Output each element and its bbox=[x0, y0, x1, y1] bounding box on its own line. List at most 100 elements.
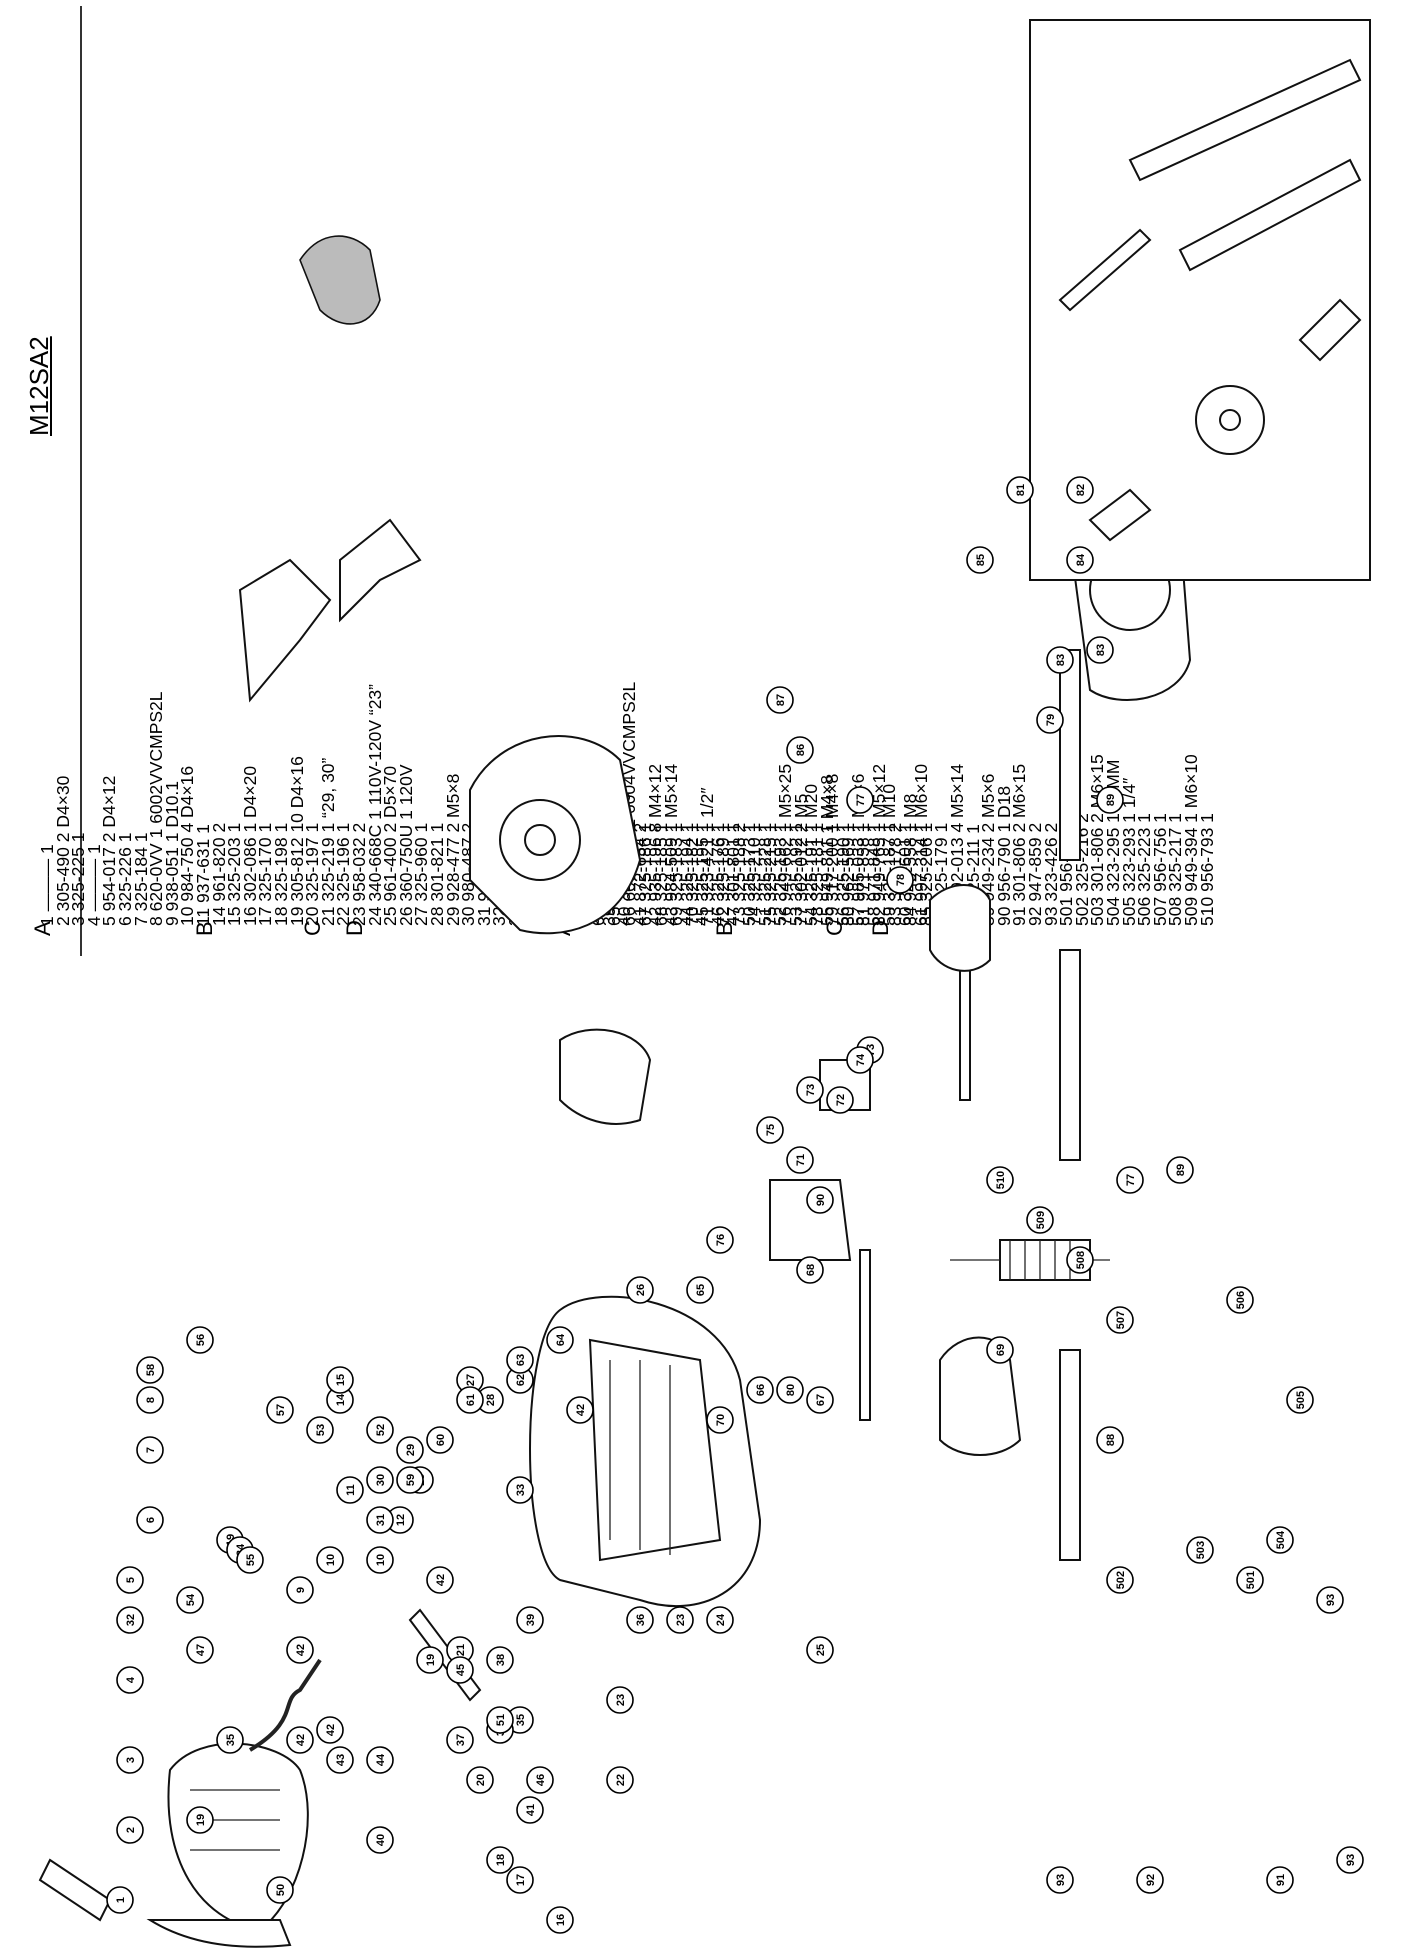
callout-77: 77 bbox=[846, 786, 874, 814]
svg-text:88: 88 bbox=[1105, 1434, 1117, 1446]
svg-text:77: 77 bbox=[1125, 1174, 1137, 1186]
svg-text:38: 38 bbox=[495, 1654, 507, 1666]
callout-52: 52 bbox=[366, 1416, 394, 1444]
svg-text:86: 86 bbox=[795, 744, 807, 756]
side-cover-drawing bbox=[38, 1858, 112, 1922]
svg-text:59: 59 bbox=[405, 1474, 417, 1486]
svg-text:9: 9 bbox=[295, 1587, 307, 1593]
svg-text:92: 92 bbox=[1145, 1874, 1157, 1886]
svg-text:89: 89 bbox=[1175, 1164, 1187, 1176]
callout-60: 60 bbox=[426, 1426, 454, 1454]
callout-10: 10 bbox=[316, 1546, 344, 1574]
svg-text:51: 51 bbox=[495, 1714, 507, 1726]
callout-30: 30 bbox=[366, 1466, 394, 1494]
callout-26: 26 bbox=[626, 1276, 654, 1304]
callout-79: 79 bbox=[1036, 706, 1064, 734]
svg-text:70: 70 bbox=[715, 1414, 727, 1426]
svg-text:93: 93 bbox=[1055, 1874, 1067, 1886]
svg-text:3: 3 bbox=[125, 1757, 137, 1763]
callout-78: 78 bbox=[886, 866, 914, 894]
callout-50: 50 bbox=[266, 1876, 294, 1904]
svg-text:507: 507 bbox=[1115, 1311, 1127, 1329]
callout-81: 81 bbox=[1006, 476, 1034, 504]
svg-text:52: 52 bbox=[375, 1424, 387, 1436]
callout-37: 37 bbox=[446, 1726, 474, 1754]
svg-text:64: 64 bbox=[555, 1333, 567, 1346]
column-posts-drawing bbox=[859, 1249, 871, 1421]
svg-text:67: 67 bbox=[815, 1394, 827, 1406]
svg-text:8: 8 bbox=[145, 1397, 157, 1403]
svg-text:27: 27 bbox=[465, 1374, 477, 1386]
callout-5: 5 bbox=[116, 1566, 144, 1594]
svg-text:42: 42 bbox=[435, 1574, 447, 1586]
callout-42: 42 bbox=[316, 1716, 344, 1744]
callout-18: 18 bbox=[486, 1846, 514, 1874]
callout-502: 502 bbox=[1106, 1566, 1134, 1594]
callout-25: 25 bbox=[806, 1636, 834, 1664]
svg-text:1: 1 bbox=[115, 1897, 127, 1903]
svg-text:80: 80 bbox=[785, 1384, 797, 1396]
callout-7: 7 bbox=[136, 1436, 164, 1464]
callout-72: 72 bbox=[826, 1086, 854, 1114]
svg-text:5: 5 bbox=[125, 1577, 137, 1583]
svg-text:76: 76 bbox=[715, 1234, 727, 1246]
callout-74: 74 bbox=[846, 1046, 874, 1074]
callout-40: 40 bbox=[366, 1826, 394, 1854]
callout-85: 85 bbox=[966, 546, 994, 574]
callout-56: 56 bbox=[186, 1326, 214, 1354]
callout-41: 41 bbox=[516, 1796, 544, 1824]
svg-text:42: 42 bbox=[295, 1644, 307, 1656]
callout-508: 508 bbox=[1066, 1246, 1094, 1274]
callout-89: 89 bbox=[1096, 786, 1124, 814]
svg-text:61: 61 bbox=[465, 1394, 477, 1406]
callout-44: 44 bbox=[366, 1746, 394, 1774]
armature-drawing bbox=[999, 1239, 1091, 1281]
svg-text:21: 21 bbox=[455, 1644, 467, 1656]
svg-text:39: 39 bbox=[525, 1614, 537, 1626]
callout-87: 87 bbox=[766, 686, 794, 714]
callout-42: 42 bbox=[426, 1566, 454, 1594]
callout-21: 21 bbox=[446, 1636, 474, 1664]
svg-text:7: 7 bbox=[145, 1447, 157, 1453]
svg-text:74: 74 bbox=[855, 1053, 867, 1066]
svg-text:87: 87 bbox=[775, 694, 787, 706]
svg-text:30: 30 bbox=[375, 1474, 387, 1486]
part-drawings bbox=[38, 19, 1371, 1948]
callout-45: 45 bbox=[446, 1656, 474, 1684]
callout-93: 93 bbox=[1316, 1586, 1344, 1614]
svg-text:28: 28 bbox=[485, 1394, 497, 1406]
svg-text:53: 53 bbox=[315, 1424, 327, 1436]
svg-text:17: 17 bbox=[515, 1874, 527, 1886]
svg-text:32: 32 bbox=[125, 1614, 137, 1626]
svg-text:2: 2 bbox=[125, 1827, 137, 1833]
callout-71: 71 bbox=[786, 1146, 814, 1174]
callout-93: 93 bbox=[1046, 1866, 1074, 1894]
svg-text:14: 14 bbox=[335, 1393, 347, 1406]
svg-text:45: 45 bbox=[455, 1664, 467, 1676]
svg-text:22: 22 bbox=[615, 1774, 627, 1786]
callout-47: 47 bbox=[186, 1636, 214, 1664]
callout-88: 88 bbox=[1096, 1426, 1124, 1454]
svg-text:4: 4 bbox=[125, 1676, 137, 1683]
callout-23: 23 bbox=[666, 1606, 694, 1634]
svg-text:502: 502 bbox=[1115, 1571, 1127, 1589]
callout-16: 16 bbox=[546, 1906, 574, 1934]
callout-69: 69 bbox=[986, 1336, 1014, 1364]
callout-17: 17 bbox=[506, 1866, 534, 1894]
callout-75: 75 bbox=[756, 1116, 784, 1144]
callout-layer: 1234567891010111213141516171819191920212… bbox=[106, 476, 1364, 1934]
callout-506: 506 bbox=[1226, 1286, 1254, 1314]
callout-31: 31 bbox=[366, 1506, 394, 1534]
callout-42: 42 bbox=[286, 1636, 314, 1664]
callout-27: 27 bbox=[456, 1366, 484, 1394]
svg-text:40: 40 bbox=[375, 1834, 387, 1846]
callout-4: 4 bbox=[116, 1666, 144, 1694]
svg-text:12: 12 bbox=[395, 1514, 407, 1526]
callout-76: 76 bbox=[706, 1226, 734, 1254]
callout-77: 77 bbox=[1116, 1166, 1144, 1194]
svg-text:26: 26 bbox=[635, 1284, 647, 1296]
svg-text:63: 63 bbox=[515, 1354, 527, 1366]
svg-text:19: 19 bbox=[195, 1814, 207, 1826]
callout-92: 92 bbox=[1136, 1866, 1164, 1894]
